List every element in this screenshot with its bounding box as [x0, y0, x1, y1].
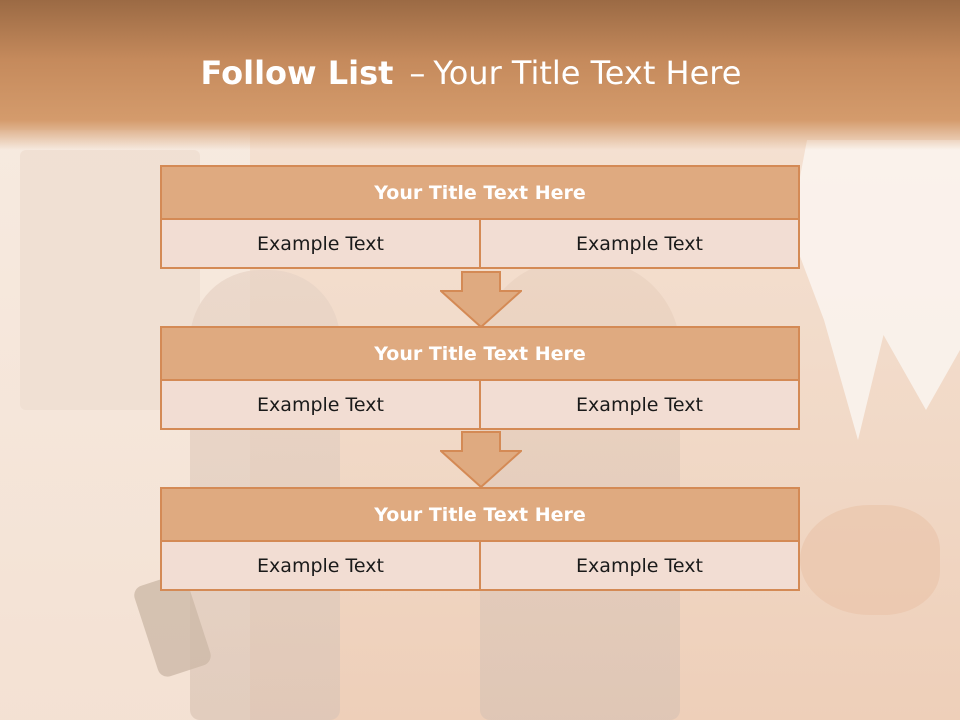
step-cell-left: Example Text [160, 381, 481, 430]
step-cell-left: Example Text [160, 220, 481, 269]
step-cell-right: Example Text [481, 542, 800, 591]
step-heading: Your Title Text Here [160, 326, 800, 381]
slide-title-rest: Your Title Text Here [433, 54, 742, 92]
background-photo-white-paint [790, 140, 960, 440]
down-arrow-icon [440, 271, 522, 328]
step-heading: Your Title Text Here [160, 165, 800, 220]
down-arrow-icon [440, 431, 522, 488]
title-band [0, 0, 960, 150]
step-row: Example Text Example Text [160, 542, 800, 591]
step-cell-left: Example Text [160, 542, 481, 591]
follow-step-3: Your Title Text Here Example Text Exampl… [160, 487, 800, 591]
step-cell-right: Example Text [481, 381, 800, 430]
slide-title: Follow List–Your Title Text Here [0, 54, 942, 92]
slide-title-bold: Follow List [200, 54, 394, 92]
step-row: Example Text Example Text [160, 381, 800, 430]
step-heading: Your Title Text Here [160, 487, 800, 542]
background-photo-hand [800, 505, 940, 615]
follow-step-2: Your Title Text Here Example Text Exampl… [160, 326, 800, 430]
slide-title-separator: – [409, 54, 426, 92]
step-row: Example Text Example Text [160, 220, 800, 269]
follow-step-1: Your Title Text Here Example Text Exampl… [160, 165, 800, 269]
step-cell-right: Example Text [481, 220, 800, 269]
